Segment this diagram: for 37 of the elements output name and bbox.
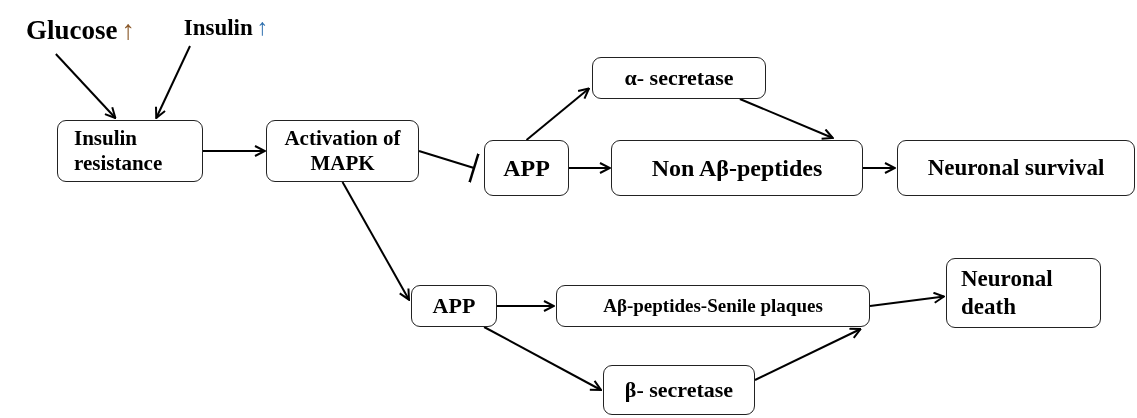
node-label: Non Aβ-peptides <box>651 153 823 183</box>
input-label: Insulin <box>183 14 253 42</box>
node-label: APP <box>432 292 476 320</box>
input-label: Glucose <box>26 13 118 47</box>
process-box <box>603 365 755 415</box>
process-box <box>57 120 203 182</box>
node-label: α- secretase <box>624 64 734 92</box>
arrow <box>341 181 410 301</box>
arrow <box>869 291 945 307</box>
process-box <box>897 140 1135 196</box>
arrow <box>525 87 590 141</box>
process-box <box>946 258 1101 328</box>
process-box <box>266 120 419 182</box>
arrow <box>202 145 266 157</box>
node-label: Neuronal survival <box>927 154 1105 182</box>
node-label: APP <box>503 153 550 183</box>
arrow <box>738 98 834 140</box>
arrow <box>483 326 602 391</box>
node-label: Insulin resistance <box>74 125 164 177</box>
process-box <box>411 285 497 327</box>
process-box <box>556 285 870 327</box>
process-box <box>484 140 569 196</box>
node-label: Activation of MAPK <box>283 125 402 177</box>
arrow <box>496 300 555 312</box>
arrow <box>54 53 117 119</box>
arrow <box>754 327 862 381</box>
arrow <box>155 45 191 119</box>
process-box <box>611 140 863 196</box>
node-label: Aβ-peptides-Senile plaques <box>603 294 823 318</box>
increase-arrow-symbol: ↑ <box>121 13 135 47</box>
arrow <box>568 162 611 174</box>
node-label: Neuronal death <box>961 265 1054 321</box>
node-label: β- secretase <box>624 376 734 404</box>
inhibition-line <box>418 150 480 184</box>
arrow <box>862 162 896 174</box>
increase-arrow-symbol: ↑ <box>256 14 269 42</box>
process-box <box>592 57 766 99</box>
